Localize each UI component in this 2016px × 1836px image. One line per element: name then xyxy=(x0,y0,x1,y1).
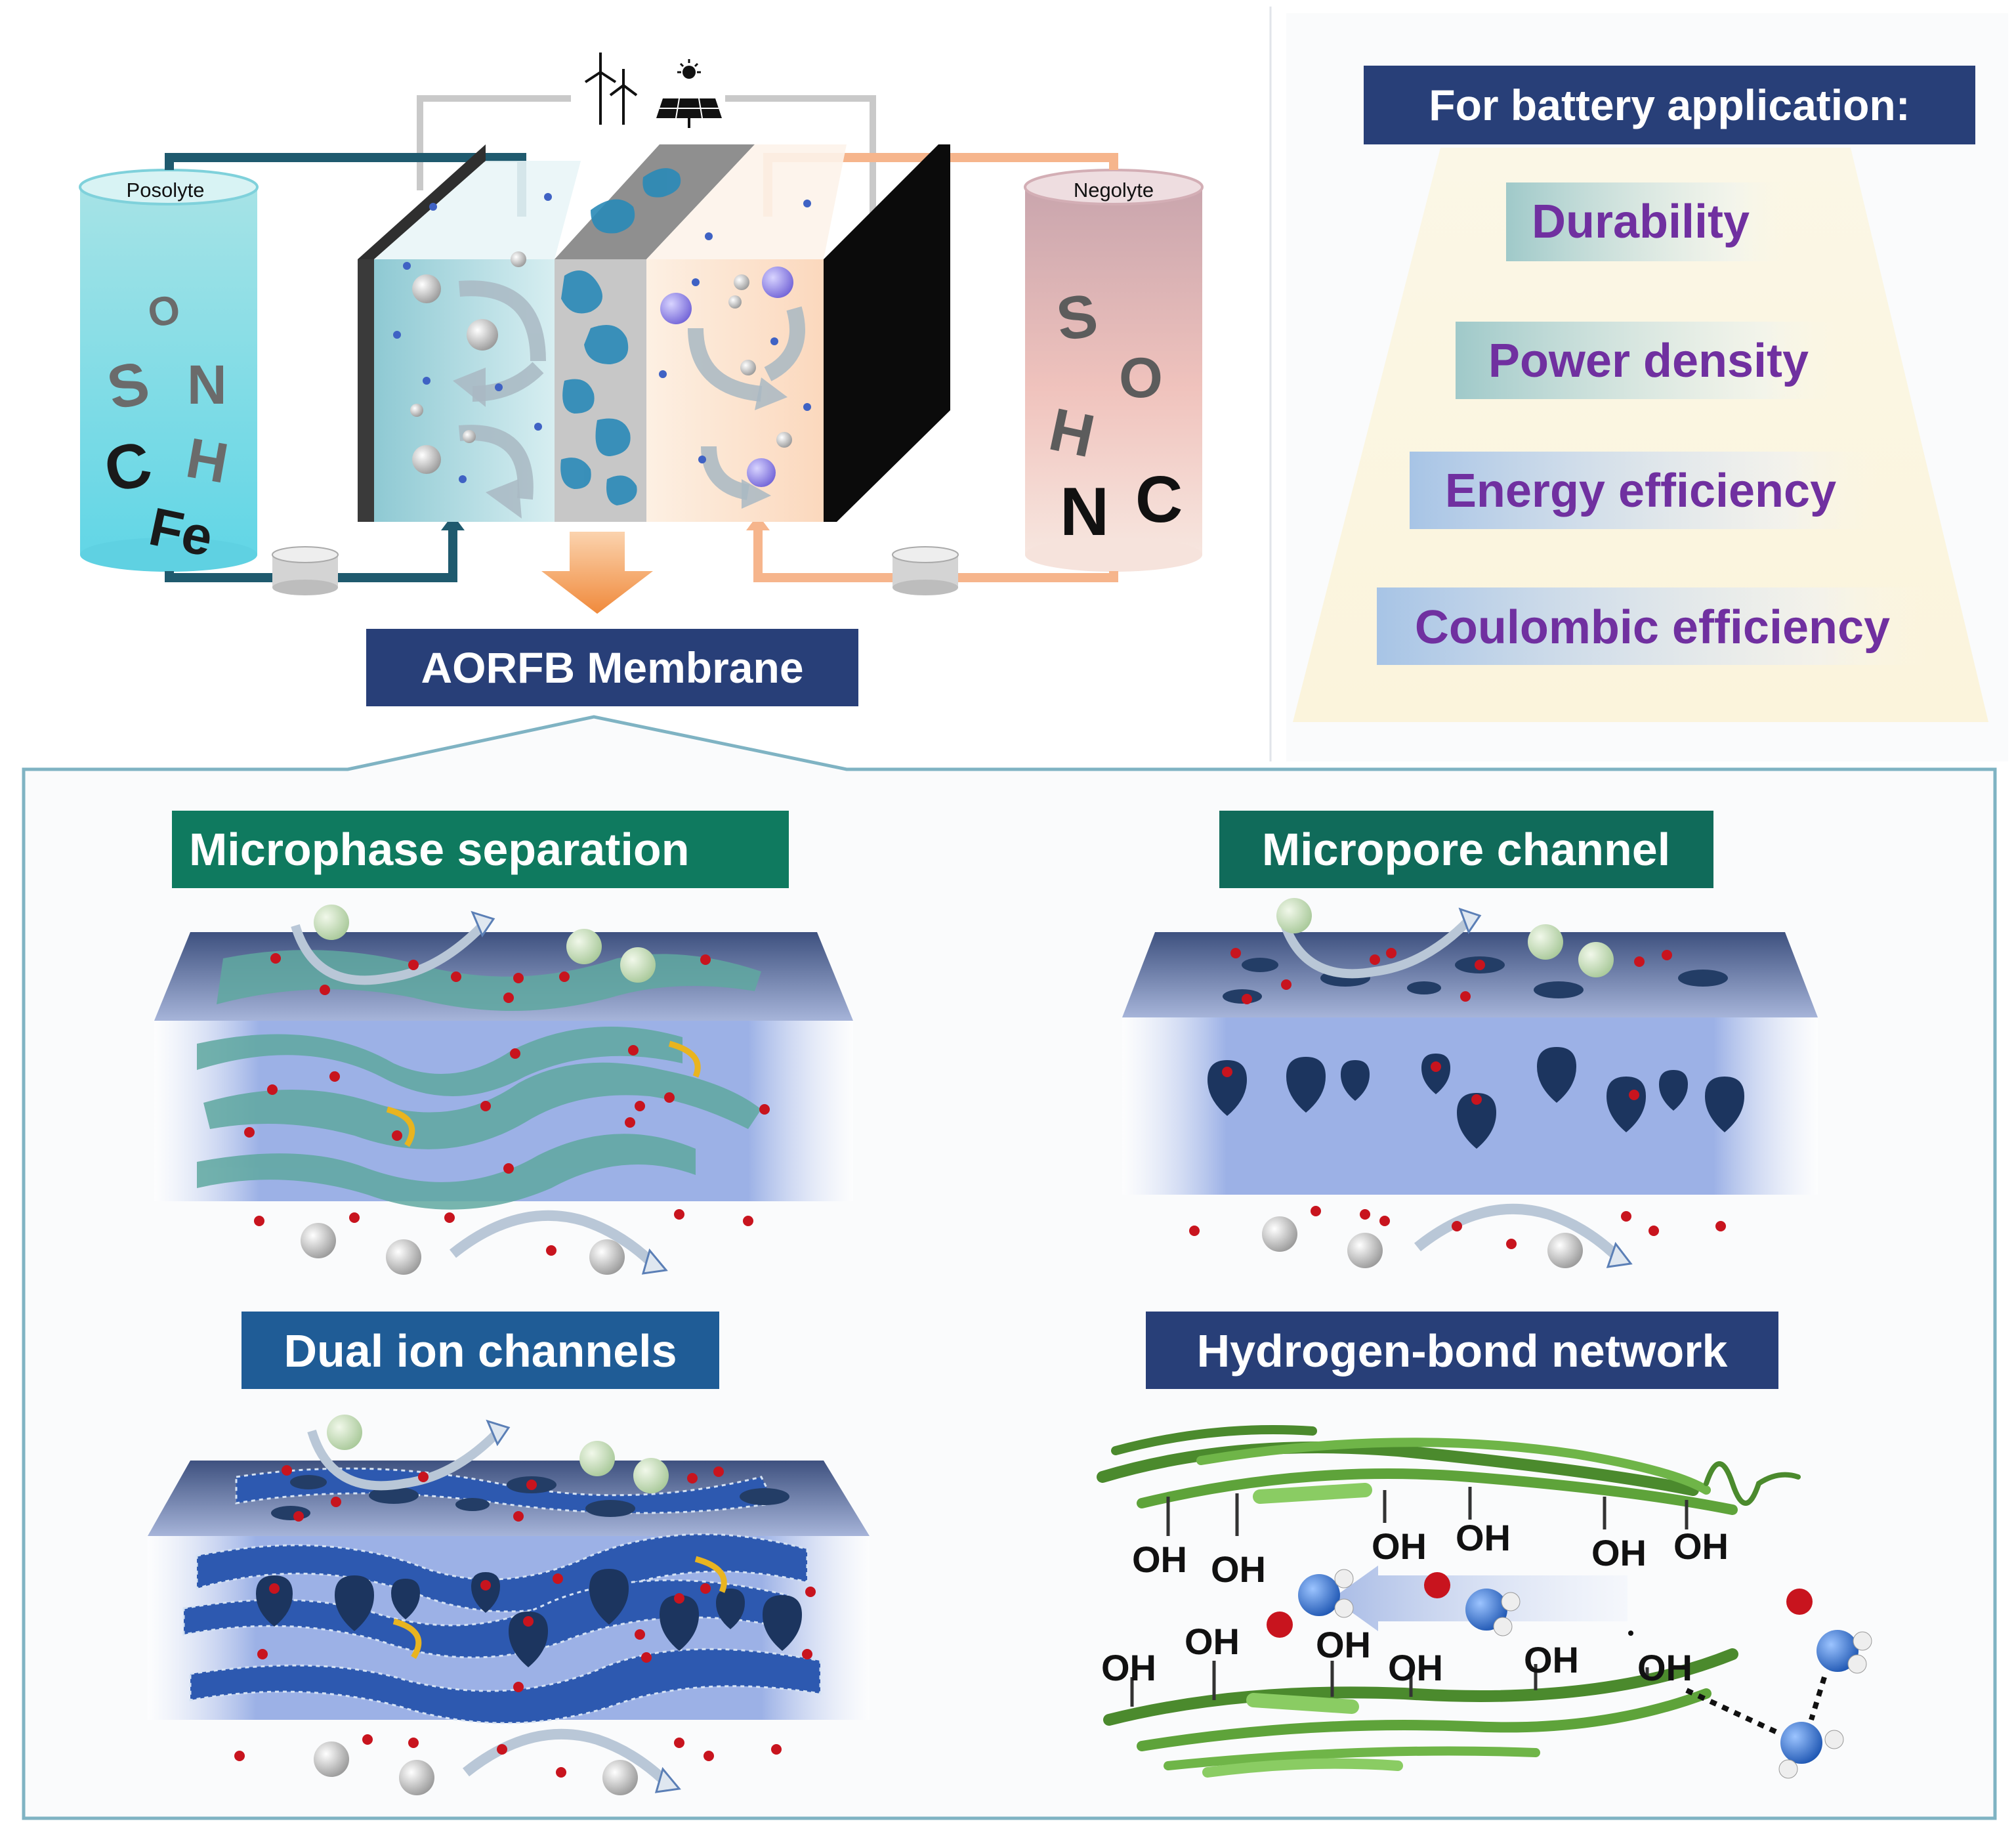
application-trapezoid xyxy=(1293,148,1988,722)
micropore-panel: Micropore channel xyxy=(1122,811,1818,1268)
posolyte-tank xyxy=(79,169,259,572)
application-item-box xyxy=(1410,452,1882,529)
dual-ion-panel: Dual ion channels xyxy=(148,1312,870,1795)
membrane-title-box xyxy=(366,629,858,706)
application-title-box xyxy=(1364,66,1975,144)
membrane-polymer-blobs xyxy=(560,168,681,505)
application-item-box xyxy=(1377,587,1928,665)
application-item: Energy efficiency xyxy=(1445,465,1836,517)
flow-battery-schematic: Posolyte Negolyte O S N C H Fe S O H N C xyxy=(79,46,1204,614)
chamber-particles xyxy=(410,251,793,487)
application-title: For battery application: xyxy=(1429,81,1910,129)
small-ions xyxy=(393,193,811,483)
panel-title: Dual ion channels xyxy=(284,1325,677,1377)
panel-title: Hydrogen-bond network xyxy=(1197,1325,1728,1377)
panel-title-box xyxy=(1146,1312,1778,1389)
application-item-box xyxy=(1456,322,1843,399)
microphase-panel: Microphase separation xyxy=(154,811,853,1275)
panel-title-box xyxy=(172,811,789,888)
oh-label: OH xyxy=(1132,1539,1187,1580)
oh-label: OH xyxy=(1101,1647,1156,1688)
red-ions xyxy=(244,953,770,1256)
oh-label: OH xyxy=(1673,1526,1729,1567)
panel-title-box xyxy=(242,1312,719,1389)
panel-title-box xyxy=(1219,811,1713,888)
element-letter: N xyxy=(187,354,227,416)
panel-title: Micropore channel xyxy=(1262,824,1670,875)
left-electrode xyxy=(358,259,374,522)
energy-source-box xyxy=(571,46,725,131)
membrane-title: AORFB Membrane xyxy=(421,643,803,692)
element-letter: C xyxy=(1135,463,1183,536)
application-item-box xyxy=(1506,182,1792,261)
oh-label: OH xyxy=(1316,1624,1371,1665)
pump-right xyxy=(892,546,959,595)
oh-label: OH xyxy=(1388,1647,1443,1688)
panel-title: Microphase separation xyxy=(189,824,689,875)
pump-left xyxy=(272,546,339,595)
application-item: Power density xyxy=(1488,335,1809,387)
oh-label: OH xyxy=(1591,1532,1647,1573)
element-letter: O xyxy=(144,286,183,336)
negolyte-label: Negolyte xyxy=(1074,179,1154,202)
solar-panel-icon xyxy=(656,59,722,128)
right-electrode xyxy=(824,144,950,522)
down-arrow xyxy=(541,532,653,614)
oh-label: OH xyxy=(1456,1517,1511,1558)
polymer-chain-bottom xyxy=(1103,1648,1738,1778)
oh-label: OH xyxy=(1372,1526,1427,1567)
oh-label: OH xyxy=(1524,1639,1579,1680)
oh-bonds xyxy=(1130,1487,1689,1707)
oh-label: OH xyxy=(1185,1621,1240,1662)
element-letter: Fe xyxy=(144,497,219,568)
left-electrode-top xyxy=(358,144,486,259)
oh-label: OH xyxy=(1637,1647,1692,1688)
application-item: Durability xyxy=(1532,196,1750,248)
oh-label: OH xyxy=(1211,1548,1266,1590)
posolyte-label: Posolyte xyxy=(127,179,205,202)
red-ions-hbond xyxy=(1267,1572,1813,1638)
wind-turbine-icon xyxy=(584,53,638,125)
oh-labels: OH OH OH OH OH OH OH OH OH OH OH OH xyxy=(1101,1517,1729,1688)
element-letter: S xyxy=(1053,282,1102,354)
element-letter: N xyxy=(1060,474,1109,550)
polymer-chain-top xyxy=(1097,1425,1801,1515)
hydrogen-bond-dashes xyxy=(1685,1676,1827,1736)
water-molecules xyxy=(1298,1569,1872,1779)
application-item: Coulombic efficiency xyxy=(1415,601,1890,654)
hydrogen-bond-panel: Hydrogen-bond network OH OH xyxy=(1097,1312,1872,1779)
element-letter: O xyxy=(1119,347,1163,410)
